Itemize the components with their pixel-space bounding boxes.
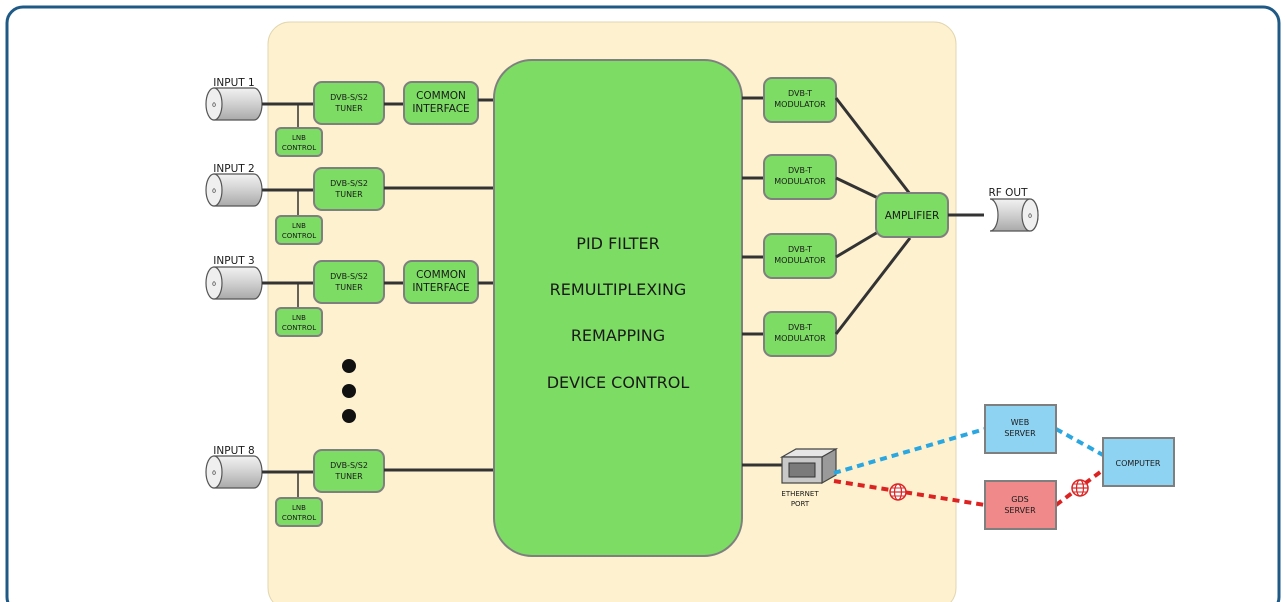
rf-out: RF OUT 0 bbox=[988, 187, 1039, 232]
svg-text:ETHERNET: ETHERNET bbox=[781, 490, 819, 498]
svg-text:PORT: PORT bbox=[791, 500, 810, 508]
more-inputs-dots bbox=[342, 359, 356, 423]
svg-text:DVB-T: DVB-T bbox=[788, 323, 812, 332]
rf-out-label: RF OUT bbox=[988, 187, 1028, 199]
svg-text:INTERFACE: INTERFACE bbox=[412, 282, 469, 294]
svg-text:CONTROL: CONTROL bbox=[282, 514, 316, 522]
modulators: DVB-T MODULATOR DVB-T MODULATOR DVB-T MO… bbox=[742, 77, 837, 357]
svg-text:TUNER: TUNER bbox=[334, 283, 363, 292]
input-row-2: INPUT 2 0 DVB-S/S2 TUNER LNB CONTROL bbox=[205, 163, 496, 245]
svg-text:LNB: LNB bbox=[292, 314, 306, 322]
svg-text:SERVER: SERVER bbox=[1004, 506, 1036, 515]
core-function: REMULTIPLEXING bbox=[550, 280, 687, 299]
coax-connector-icon: 0 bbox=[989, 198, 1039, 232]
coax-connector-icon: 0 bbox=[205, 455, 263, 489]
svg-text:WEB: WEB bbox=[1011, 418, 1029, 427]
svg-text:CONTROL: CONTROL bbox=[282, 324, 316, 332]
amplifier: AMPLIFIER bbox=[875, 192, 984, 238]
svg-text:AMPLIFIER: AMPLIFIER bbox=[885, 210, 940, 222]
web-computer-link bbox=[1055, 427, 1104, 457]
core-function: REMAPPING bbox=[571, 326, 665, 345]
tuner-box bbox=[313, 81, 385, 125]
svg-text:0: 0 bbox=[212, 470, 216, 477]
tuner-box bbox=[313, 449, 385, 493]
input-label: INPUT 3 bbox=[213, 255, 254, 267]
core-function: PID FILTER bbox=[576, 234, 659, 253]
svg-text:TUNER: TUNER bbox=[334, 104, 363, 113]
computer: COMPUTER bbox=[1102, 437, 1175, 487]
core-function: DEVICE CONTROL bbox=[547, 373, 690, 392]
svg-text:CONTROL: CONTROL bbox=[282, 232, 316, 240]
svg-text:DVB-T: DVB-T bbox=[788, 245, 812, 254]
modulator-box bbox=[763, 154, 837, 200]
svg-text:0: 0 bbox=[212, 102, 216, 109]
lnb-control-box bbox=[275, 497, 323, 527]
input-label: INPUT 8 bbox=[213, 445, 254, 457]
svg-text:GDS: GDS bbox=[1011, 495, 1028, 504]
svg-text:LNB: LNB bbox=[292, 222, 306, 230]
svg-text:TUNER: TUNER bbox=[334, 472, 363, 481]
input-row-1: INPUT 1 0 DVB-S/S2 TUNER LNB CONTROL COM… bbox=[205, 77, 496, 157]
svg-text:TUNER: TUNER bbox=[334, 190, 363, 199]
input-label: INPUT 2 bbox=[213, 163, 254, 175]
coax-connector-icon: 0 bbox=[205, 173, 263, 207]
web-server-box bbox=[984, 404, 1057, 454]
svg-text:MODULATOR: MODULATOR bbox=[774, 334, 826, 343]
svg-text:COMPUTER: COMPUTER bbox=[1116, 459, 1161, 468]
web-server: WEB SERVER bbox=[984, 404, 1057, 454]
lnb-control-box bbox=[275, 307, 323, 337]
svg-text:LNB: LNB bbox=[292, 504, 306, 512]
svg-text:DVB-S/S2: DVB-S/S2 bbox=[330, 93, 368, 102]
tuner-box bbox=[313, 260, 385, 304]
svg-text:DVB-T: DVB-T bbox=[788, 89, 812, 98]
svg-text:SERVER: SERVER bbox=[1004, 429, 1036, 438]
svg-text:DVB-S/S2: DVB-S/S2 bbox=[330, 461, 368, 470]
combiner-lines bbox=[834, 97, 912, 335]
svg-text:0: 0 bbox=[212, 281, 216, 288]
gds-server: GDS SERVER bbox=[984, 480, 1057, 530]
svg-text:COMMON: COMMON bbox=[416, 90, 466, 102]
web-link bbox=[833, 427, 986, 475]
svg-text:LNB: LNB bbox=[292, 134, 306, 142]
input-label: INPUT 1 bbox=[213, 77, 254, 89]
ethernet-port: ETHERNET PORT bbox=[742, 447, 839, 508]
lnb-control-box bbox=[275, 127, 323, 157]
core-processor: PID FILTER REMULTIPLEXING REMAPPING DEVI… bbox=[493, 59, 743, 557]
svg-text:COMMON: COMMON bbox=[416, 269, 466, 281]
computer-box bbox=[1102, 437, 1175, 487]
svg-text:MODULATOR: MODULATOR bbox=[774, 256, 826, 265]
common-interface-box bbox=[403, 81, 479, 125]
lnb-control-box bbox=[275, 215, 323, 245]
svg-text:0: 0 bbox=[212, 188, 216, 195]
globe-icon bbox=[889, 483, 907, 501]
input-row-8: INPUT 8 0 DVB-S/S2 TUNER LNB CONTROL bbox=[205, 445, 496, 527]
svg-text:DVB-S/S2: DVB-S/S2 bbox=[330, 272, 368, 281]
tuner-box bbox=[313, 167, 385, 211]
ethernet-port-icon bbox=[779, 447, 839, 485]
svg-text:INTERFACE: INTERFACE bbox=[412, 103, 469, 115]
coax-connector-icon: 0 bbox=[205, 266, 263, 300]
input-row-3: INPUT 3 0 DVB-S/S2 TUNER LNB CONTROL COM… bbox=[205, 255, 496, 337]
svg-text:DVB-S/S2: DVB-S/S2 bbox=[330, 179, 368, 188]
svg-text:MODULATOR: MODULATOR bbox=[774, 177, 826, 186]
svg-text:CONTROL: CONTROL bbox=[282, 144, 316, 152]
gds-server-box bbox=[984, 480, 1057, 530]
coax-connector-icon: 0 bbox=[205, 87, 263, 121]
gds-link bbox=[833, 479, 986, 507]
svg-text:0: 0 bbox=[1028, 213, 1032, 220]
globe-icon bbox=[1071, 479, 1089, 497]
svg-text:DVB-T: DVB-T bbox=[788, 166, 812, 175]
svg-text:MODULATOR: MODULATOR bbox=[774, 100, 826, 109]
core-processor-box bbox=[493, 59, 743, 557]
